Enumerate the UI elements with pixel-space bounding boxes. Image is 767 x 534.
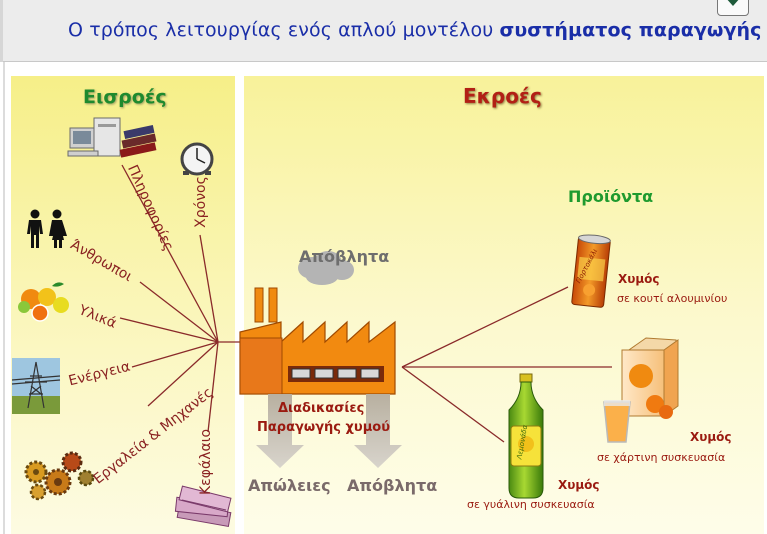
losses-arrow-icon [256,394,304,468]
clock-icon [180,142,214,176]
product-can-desc: σε κουτί αλουμινίου [617,292,728,305]
frame-divider [3,62,5,534]
title-bold: συστήματος παραγωγής [499,19,762,41]
can-icon [571,234,611,308]
people-icon [27,209,67,248]
outputs-heading: Εκροές [463,84,542,108]
power-tower-icon [11,358,61,414]
computer-books-icon [67,117,157,158]
product-bottle-name: Χυμός [558,478,600,492]
inputs-heading: Εισροές [83,86,167,108]
product-can-name: Χυμός [618,272,660,286]
line-tools [147,341,219,407]
process-line2: Παραγωγής χυμού [257,420,390,435]
header-edge [0,0,3,62]
header-bar: Ο τρόπος λειτουργίας ενός απλού μοντέλου… [0,0,767,62]
waste-top-label: Απόβλητα [299,247,390,266]
waste-bottom-label: Απόβλητα [347,476,438,495]
line-to-bottle [401,366,505,443]
chevron-down-icon [725,0,741,6]
product-carton-name: Χυμός [690,430,732,444]
line-time [199,234,219,343]
product-bottle-desc: σε γυάλινη συσκευασία [467,498,595,511]
line-to-can [401,286,569,368]
line-information [121,164,219,343]
bottle-icon [508,373,544,499]
losses-label: Απώλειες [248,476,331,495]
output-connectors [401,286,612,443]
outputs-panel [244,76,764,534]
line-energy [131,341,219,368]
title-prefix: Ο τρόπος λειτουργίας ενός απλού μοντέλου [68,19,500,41]
process-line1: Διαδικασίες [278,401,365,416]
product-carton-desc: σε χάρτινη συσκευασία [597,451,726,464]
smoke-cloud-icon [298,251,354,285]
capital-label: Κεφάλαιο [198,428,215,496]
next-button[interactable] [717,0,749,16]
carton-icon [603,337,679,443]
page-title: Ο τρόπος λειτουργίας ενός απλού μοντέλου… [68,19,762,41]
factory-icon [239,287,396,395]
waste-arrow-icon [354,394,402,468]
line-people [139,281,219,343]
fruits-icon [18,282,69,322]
gears-icon [24,451,95,501]
money-stack-icon [174,485,232,527]
line-capital [207,341,219,433]
products-heading: Προϊόντα [568,187,654,206]
input-connectors [119,164,240,433]
time-label: Χρόνος [192,176,209,228]
line-materials [119,317,219,343]
